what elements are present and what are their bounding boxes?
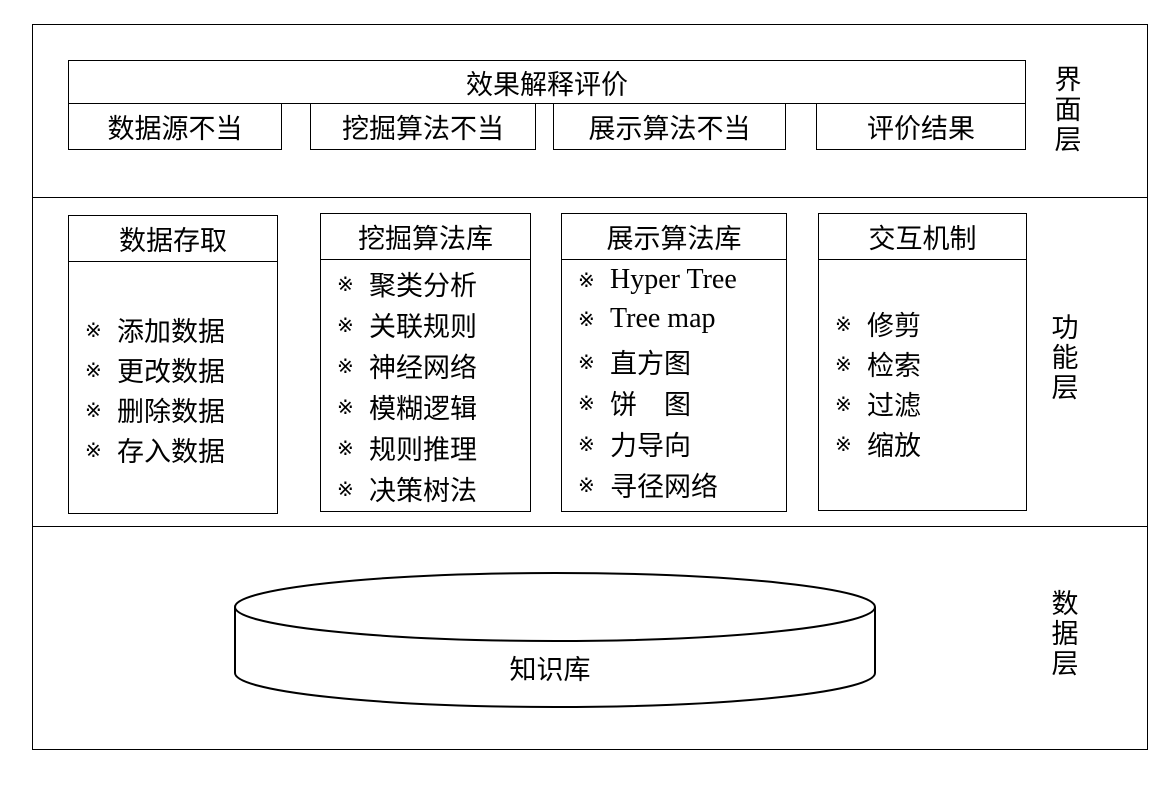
list-item: ※ 决策树法 xyxy=(337,469,477,508)
list-item: ※ 直方图 xyxy=(578,342,691,381)
evaluation-box: 效果解释评价 xyxy=(68,60,1026,104)
bullet-mark: ※ xyxy=(85,317,102,342)
item-text: 模糊逻辑 xyxy=(369,394,477,425)
list-item: ※ 存入数据 xyxy=(85,430,225,469)
label-char: 层 xyxy=(1051,649,1079,680)
list-item: ※ 缩放 xyxy=(835,424,921,463)
column-title: 展示算法库 xyxy=(562,214,786,260)
label-char: 层 xyxy=(1051,373,1079,404)
list-item: ※ 饼 图 xyxy=(578,383,691,422)
list-item: ※ Hyper Tree xyxy=(578,264,737,296)
bullet-mark: ※ xyxy=(85,437,102,462)
bullet-mark: ※ xyxy=(337,476,354,501)
label-char: 面 xyxy=(1054,95,1082,126)
item-text: 修剪 xyxy=(867,311,921,342)
item-text: Tree map xyxy=(610,303,716,334)
data-layer xyxy=(32,526,1148,750)
interface-sub-box-3: 展示算法不当 xyxy=(553,103,786,150)
column-display-algorithms: 展示算法库 ※ Hyper Tree ※ Tree map ※ 直方图 ※ 饼 图 ※ 力… xyxy=(561,213,787,512)
item-text: 聚类分析 xyxy=(369,271,477,302)
bullet-mark: ※ xyxy=(337,312,354,337)
column-title: 数据存取 xyxy=(69,216,277,262)
column-interaction: 交互机制 ※ 修剪 ※ 检索 ※ 过滤 ※ 缩放 xyxy=(818,213,1027,511)
interface-layer-label: 界 面 层 xyxy=(1048,66,1088,156)
list-item: ※ 修剪 xyxy=(835,304,921,343)
item-text: 饼 图 xyxy=(610,390,691,421)
bullet-mark: ※ xyxy=(337,271,354,296)
bullet-mark: ※ xyxy=(337,394,354,419)
bullet-mark: ※ xyxy=(578,431,595,456)
item-text: Hyper Tree xyxy=(610,264,737,295)
item-text: 检索 xyxy=(867,351,921,382)
bullet-mark: ※ xyxy=(337,353,354,378)
bullet-mark: ※ xyxy=(835,391,852,416)
bullet-mark: ※ xyxy=(578,390,595,415)
list-item: ※ 添加数据 xyxy=(85,310,225,349)
column-title: 挖掘算法库 xyxy=(321,214,530,260)
list-item: ※ 规则推理 xyxy=(337,428,477,467)
label-char: 据 xyxy=(1051,619,1079,650)
bullet-mark: ※ xyxy=(835,351,852,376)
bullet-mark: ※ xyxy=(85,397,102,422)
list-item: ※ 力导向 xyxy=(578,424,691,463)
list-item: ※ 神经网络 xyxy=(337,346,477,385)
column-data-access: 数据存取 ※ 添加数据 ※ 更改数据 ※ 删除数据 ※ 存入数据 xyxy=(68,215,278,514)
list-item: ※ 检索 xyxy=(835,344,921,383)
bullet-mark: ※ xyxy=(85,357,102,382)
list-item: ※ 关联规则 xyxy=(337,305,477,344)
item-text: 存入数据 xyxy=(117,437,225,468)
item-text: 删除数据 xyxy=(117,397,225,428)
label-char: 数 xyxy=(1051,589,1079,620)
list-item: ※ 删除数据 xyxy=(85,390,225,429)
item-text: 过滤 xyxy=(867,391,921,422)
interface-sub-box-4: 评价结果 xyxy=(816,103,1026,150)
bullet-mark: ※ xyxy=(578,349,595,374)
item-text: 规则推理 xyxy=(369,435,477,466)
item-text: 更改数据 xyxy=(117,357,225,388)
list-item: ※ Tree map xyxy=(578,303,716,335)
item-text: 力导向 xyxy=(610,431,691,462)
knowledge-base-label: 知识库 xyxy=(509,654,591,686)
interface-sub-box-1: 数据源不当 xyxy=(68,103,282,150)
item-text: 缩放 xyxy=(867,431,921,462)
list-item: ※ 过滤 xyxy=(835,384,921,423)
interface-sub-box-2: 挖掘算法不当 xyxy=(310,103,536,150)
bullet-mark: ※ xyxy=(578,268,595,292)
label-char: 层 xyxy=(1054,125,1082,156)
label-char: 功 xyxy=(1051,313,1079,344)
list-item: ※ 模糊逻辑 xyxy=(337,387,477,426)
item-text: 寻径网络 xyxy=(610,472,718,503)
column-title: 交互机制 xyxy=(819,214,1026,260)
item-text: 关联规则 xyxy=(369,312,477,343)
bullet-mark: ※ xyxy=(578,307,595,331)
list-item: ※ 更改数据 xyxy=(85,350,225,389)
bullet-mark: ※ xyxy=(337,435,354,460)
bullet-mark: ※ xyxy=(835,431,852,456)
knowledge-base-cylinder xyxy=(234,572,876,708)
item-text: 添加数据 xyxy=(117,317,225,348)
label-char: 能 xyxy=(1051,343,1079,374)
bullet-mark: ※ xyxy=(835,311,852,336)
label-char: 界 xyxy=(1054,65,1082,96)
item-text: 神经网络 xyxy=(369,353,477,384)
data-layer-label: 数 据 层 xyxy=(1045,590,1085,680)
list-item: ※ 寻径网络 xyxy=(578,465,718,504)
function-layer-label: 功 能 层 xyxy=(1045,314,1085,404)
item-text: 直方图 xyxy=(610,349,691,380)
item-text: 决策树法 xyxy=(369,476,477,507)
bullet-mark: ※ xyxy=(578,472,595,497)
column-mining-algorithms: 挖掘算法库 ※ 聚类分析 ※ 关联规则 ※ 神经网络 ※ 模糊逻辑 ※ 规则推理 ※ 决策树… xyxy=(320,213,531,512)
list-item: ※ 聚类分析 xyxy=(337,264,477,303)
